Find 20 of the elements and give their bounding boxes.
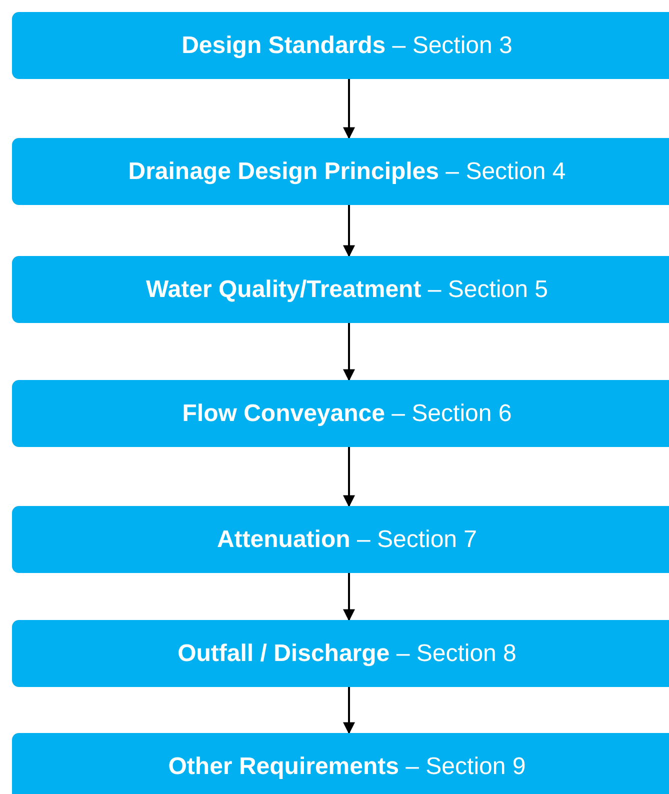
- box-label: Attenuation – Section 7: [216, 526, 478, 554]
- arrow: [343, 79, 355, 140]
- process-box: [12, 506, 669, 573]
- process-box: [12, 380, 669, 447]
- arrow: [343, 687, 355, 734]
- arrow: [343, 447, 355, 508]
- process-box: [12, 733, 669, 794]
- box-label: Design Standards – Section 3: [182, 32, 512, 60]
- box-label: Water Quality/Treatment – Section 5: [146, 276, 548, 304]
- process-box: [12, 256, 669, 323]
- arrow: [343, 205, 355, 258]
- process-box: [12, 620, 669, 687]
- arrow: [343, 323, 355, 382]
- box-label: Flow Conveyance – Section 6: [182, 400, 512, 428]
- process-box: [12, 138, 669, 205]
- arrow: [343, 573, 355, 622]
- process-box: [12, 12, 669, 79]
- box-label: Outfall / Discharge – Section 8: [178, 640, 516, 668]
- box-label: Other Requirements – Section 9: [168, 752, 526, 780]
- box-label: Drainage Design Principles – Section 4: [128, 158, 566, 186]
